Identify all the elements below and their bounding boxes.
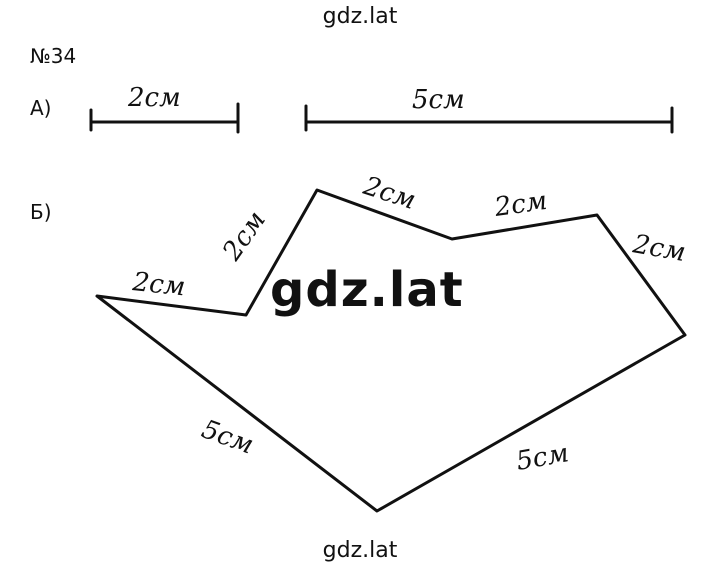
segment-2cm: 2см	[89, 83, 240, 134]
segment-2cm-label: 2см	[127, 83, 181, 113]
task-number: №34	[30, 44, 77, 68]
watermark-bottom: gdz.lat	[322, 538, 398, 563]
side-label-4: 2см	[492, 186, 549, 223]
side-label-5: 2см	[630, 229, 688, 268]
side-label-1: 2см	[130, 267, 187, 302]
watermark-top: gdz.lat	[322, 4, 398, 29]
side-label-6: 5см	[198, 414, 258, 460]
side-label-7: 5см	[514, 438, 571, 477]
segment-5cm-label: 5см	[412, 85, 465, 115]
segment-5cm: 5см	[304, 85, 674, 134]
part-b-label: Б)	[30, 200, 52, 224]
part-a-label: А)	[30, 96, 52, 120]
polygon-outline	[95, 188, 687, 513]
side-label-2: 2см	[217, 206, 272, 267]
watermark-center: gdz.lat	[270, 262, 464, 318]
